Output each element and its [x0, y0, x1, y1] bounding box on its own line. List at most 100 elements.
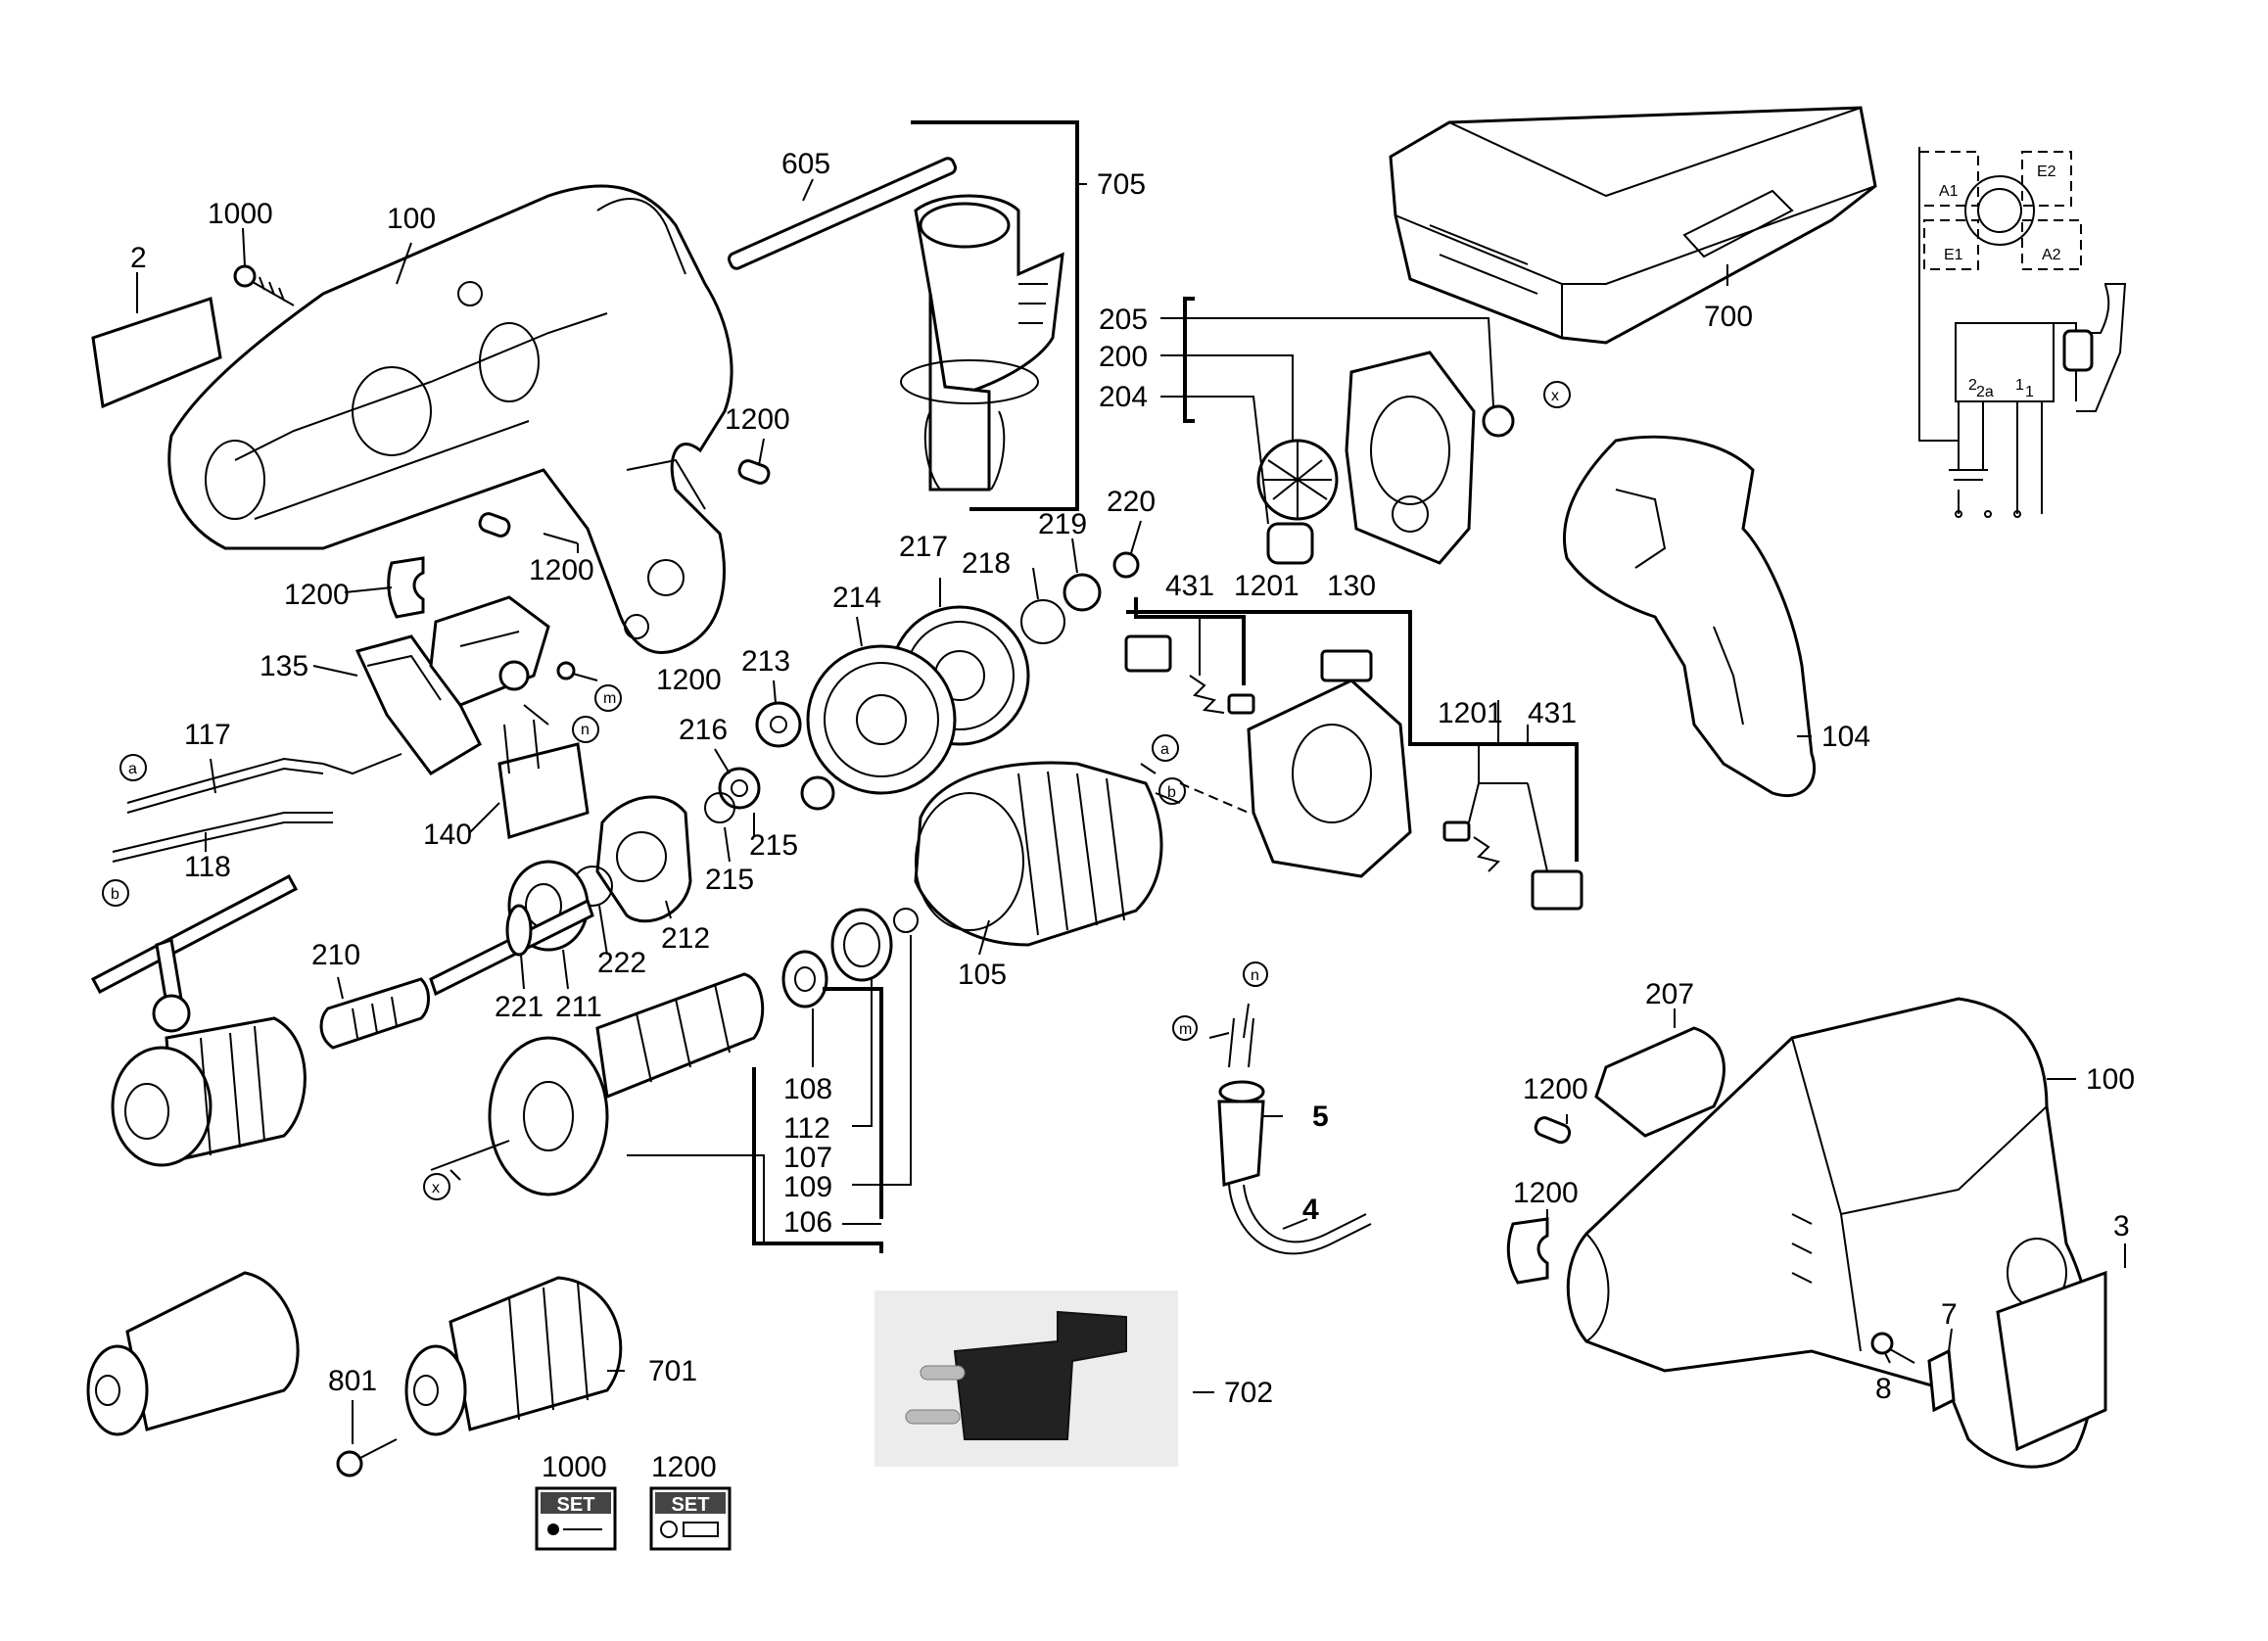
spindle-221	[429, 898, 594, 997]
callout-1200: 1200	[656, 664, 722, 696]
wiring-terminal-1: 1	[2015, 377, 2024, 394]
side-handle	[900, 194, 1064, 492]
callout-212: 212	[661, 922, 710, 955]
screw-1000	[233, 264, 295, 306]
top-cover-207	[1594, 1026, 1725, 1138]
callout-431: 431	[1165, 570, 1214, 602]
callout-1201: 1201	[1234, 570, 1299, 602]
callout-7: 7	[1941, 1298, 1958, 1331]
callout-214: 214	[832, 582, 881, 614]
callout-215: 215	[749, 829, 798, 862]
callout-105: 105	[958, 959, 1007, 991]
assembled-drill	[1566, 997, 2107, 1469]
callout-204: 204	[1099, 381, 1148, 413]
callout-x: x	[1551, 388, 1559, 404]
brush-cap-431	[1531, 869, 1583, 911]
callout-a: a	[1160, 741, 1169, 758]
callout-1000: 1000	[208, 198, 273, 230]
callout-1200: 1200	[529, 554, 594, 586]
spring-1201	[1473, 836, 1500, 872]
callout-109: 109	[783, 1171, 832, 1203]
housing-half-left	[167, 184, 733, 654]
keyless-chuck	[86, 1271, 300, 1436]
callout-104: 104	[1821, 721, 1870, 753]
cable-clamp-7	[1927, 1348, 1956, 1413]
switch-box	[429, 595, 550, 707]
screw-1200	[556, 661, 598, 681]
plug-adapter	[905, 1310, 1127, 1440]
wiring-label-a1: A1	[1939, 183, 1959, 200]
wiring-label-e1: E1	[1944, 247, 1963, 263]
callout-200: 200	[1099, 341, 1148, 373]
callout-3: 3	[2113, 1210, 2130, 1242]
pin-1200	[478, 512, 511, 538]
washer-219	[1063, 573, 1102, 612]
label-sticker	[91, 297, 222, 409]
leader-lines	[136, 120, 2126, 1444]
callout-m: m	[603, 690, 616, 707]
cable-117	[126, 757, 324, 814]
callout-labels: 2 1000 100 1200 1200 1200 605 705 700 20…	[111, 148, 2135, 1483]
callout-b: b	[1167, 784, 1176, 801]
callout-130: 130	[1327, 570, 1376, 602]
handle-half-104	[1562, 435, 1817, 798]
callout-a: a	[128, 761, 137, 777]
drill-chuck	[111, 1016, 307, 1167]
gear-214	[806, 644, 957, 795]
switch-135	[354, 634, 482, 775]
pinion-215	[800, 775, 835, 811]
stator-105	[914, 761, 1163, 947]
spindle-210	[319, 977, 430, 1050]
callout-222: 222	[597, 947, 646, 979]
ring-215	[704, 792, 735, 823]
carry-case	[1389, 106, 1877, 345]
bearing-216	[718, 767, 761, 810]
callout-1201: 1201	[1438, 697, 1503, 729]
callout-8: 8	[1875, 1373, 1892, 1405]
bearing-204	[1266, 522, 1314, 565]
callout-220: 220	[1107, 486, 1156, 518]
callout-700: 700	[1704, 301, 1753, 333]
callout-213: 213	[741, 645, 790, 678]
pin-1200	[737, 459, 771, 485]
callout-100: 100	[387, 203, 436, 235]
callout-218: 218	[962, 547, 1011, 580]
reference-circles	[102, 381, 1571, 1200]
callout-1200: 1200	[1513, 1177, 1579, 1209]
callout-112: 112	[783, 1112, 830, 1145]
callout-106: 106	[783, 1206, 832, 1239]
callout-x: x	[432, 1180, 440, 1196]
callout-205: 205	[1099, 304, 1148, 336]
callout-140: 140	[423, 819, 472, 851]
bearing-108	[781, 950, 828, 1008]
set-box-1000-label: SET	[557, 1494, 595, 1516]
clip-1200	[387, 556, 425, 619]
callout-1200: 1200	[725, 403, 790, 436]
pinion-213	[755, 701, 802, 748]
callout-5: 5	[1312, 1101, 1329, 1133]
callout-100: 100	[2086, 1063, 2135, 1096]
callout-117: 117	[184, 719, 231, 751]
callout-215: 215	[705, 864, 754, 896]
cord-assembly	[1217, 1017, 1372, 1255]
pin-1200	[1534, 1116, 1572, 1145]
spring-1201	[1189, 675, 1225, 714]
callout-2: 2	[130, 242, 147, 274]
callout-217: 217	[899, 531, 948, 563]
washer-205	[1482, 404, 1515, 438]
callout-118: 118	[184, 851, 231, 883]
callout-n: n	[581, 722, 590, 738]
chuck-key	[90, 873, 299, 1033]
callout-107: 107	[783, 1142, 832, 1174]
callout-1200: 1200	[1523, 1073, 1588, 1105]
bearing-sleeve-112	[830, 908, 893, 982]
callout-216: 216	[679, 714, 728, 746]
callout-701: 701	[648, 1355, 697, 1387]
callout-801: 801	[328, 1365, 377, 1397]
wiring-terminal-2: 2	[1968, 377, 1977, 394]
callout-135: 135	[260, 650, 308, 682]
callout-b: b	[111, 886, 119, 903]
wiring-terminal-1b: 1	[2025, 384, 2034, 400]
callout-210: 210	[311, 939, 360, 971]
bearing-balls-218	[1020, 599, 1065, 644]
